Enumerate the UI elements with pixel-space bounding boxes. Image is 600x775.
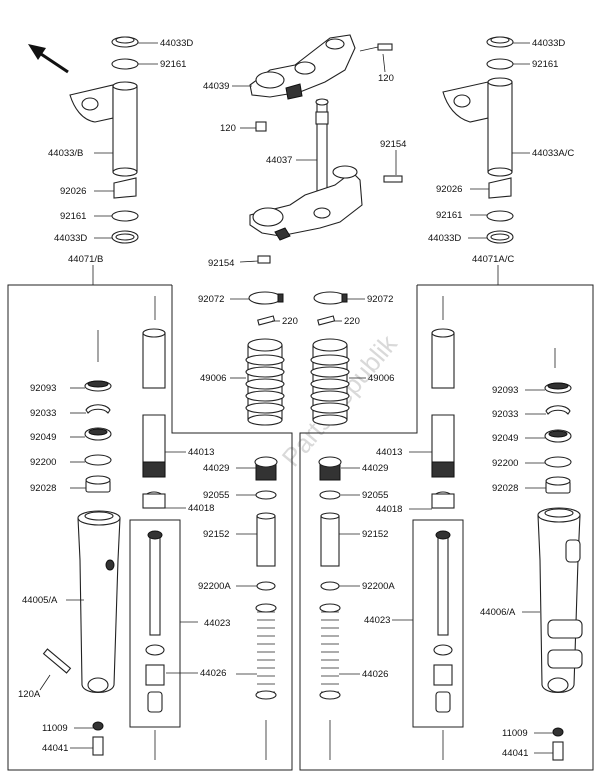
label-92154-bottom: 92154 (208, 258, 234, 269)
label-44018-right: 44018 (376, 504, 402, 515)
right-leg-leaders (392, 389, 553, 754)
left-damper-assembly (129, 519, 181, 760)
label-92028-right: 92028 (492, 483, 518, 494)
right-upper-leaders (468, 42, 530, 285)
direction-arrow-icon (28, 44, 69, 74)
label-92055-left: 92055 (203, 490, 229, 501)
fork-boot-left (245, 338, 285, 426)
label-49006-left: 49006 (200, 373, 226, 384)
label-92161-top-left: 92161 (160, 59, 186, 70)
label-92033-right: 92033 (492, 409, 518, 420)
label-92028-left: 92028 (30, 483, 56, 494)
label-92049-left: 92049 (30, 432, 56, 443)
label-92200A-right: 92200A (362, 581, 395, 592)
label-92200-right: 92200 (492, 458, 518, 469)
upper-triple-clamp (249, 34, 356, 100)
label-92152-left: 92152 (203, 529, 229, 540)
left-fork-slider (77, 510, 121, 694)
left-inner-tube (142, 296, 166, 509)
label-44023-right: 44023 (364, 615, 390, 626)
right-inner-tube (431, 296, 455, 509)
bolt-120-top (359, 43, 393, 52)
label-92161-top-right: 92161 (532, 59, 558, 70)
label-44013-left: 44013 (188, 447, 214, 458)
left-upper-leaders (92, 42, 158, 285)
label-44029-left: 44029 (203, 463, 229, 474)
label-92154-top: 92154 (380, 139, 406, 150)
label-92093-left: 92093 (30, 383, 56, 394)
label-92026-left: 92026 (60, 186, 86, 197)
label-44071B: 44071/B (68, 254, 103, 265)
boot-clamp-right (313, 291, 348, 326)
label-44037: 44037 (266, 155, 292, 166)
label-44005A: 44005/A (22, 595, 58, 606)
label-44006A: 44006/A (480, 607, 516, 618)
label-220-left: 220 (282, 316, 298, 327)
label-49006-right: 49006 (368, 373, 394, 384)
lower-triple-clamp (249, 165, 403, 264)
label-44018-left: 44018 (188, 503, 214, 514)
label-120-mid: 120 (220, 123, 236, 134)
right-damper-assembly (412, 519, 464, 760)
label-44041-left: 44041 (42, 743, 68, 754)
label-44039: 44039 (203, 81, 229, 92)
label-44026-right: 44026 (362, 669, 388, 680)
label-11009-left: 11009 (42, 723, 68, 734)
left-fork-assembly-box (7, 284, 293, 771)
label-44071AC: 44071A/C (472, 254, 514, 265)
label-92200A-left: 92200A (198, 581, 231, 592)
label-120-top: 120 (378, 73, 394, 84)
left-upper-cover-group (69, 36, 139, 244)
label-44033D-right: 44033D (428, 233, 461, 244)
center-right-internal-parts (318, 456, 342, 760)
label-11009-right: 11009 (502, 728, 528, 739)
left-leg-leaders (39, 387, 198, 749)
label-44033D-top-left: 44033D (160, 38, 193, 49)
label-92033-left: 92033 (30, 408, 56, 419)
label-220-right: 220 (344, 316, 360, 327)
label-44026-left: 44026 (200, 668, 226, 679)
label-92200-left: 92200 (30, 457, 56, 468)
center-left-leaders (236, 467, 257, 675)
label-92093-right: 92093 (492, 385, 518, 396)
label-44023-left: 44023 (204, 618, 230, 629)
label-120A: 120A (18, 689, 41, 700)
label-92072-right: 92072 (367, 294, 393, 305)
fork-boot-right (310, 338, 350, 426)
right-fork-bolts (552, 727, 564, 761)
right-upper-cover-group (442, 36, 514, 244)
label-92152-right: 92152 (362, 529, 388, 540)
label-92161-right: 92161 (436, 210, 462, 221)
label-92049-right: 92049 (492, 433, 518, 444)
label-44033AC: 44033A/C (532, 148, 574, 159)
center-top-leaders (232, 53, 397, 263)
label-44033D-left: 44033D (54, 233, 87, 244)
left-fork-bolts (42, 648, 104, 756)
center-right-leaders (339, 467, 360, 675)
boot-clamp-left (248, 291, 284, 326)
label-92026-right: 92026 (436, 184, 462, 195)
right-fork-assembly-box (299, 284, 594, 771)
bolt-120-mid (255, 121, 267, 132)
right-fork-seals (544, 348, 572, 494)
label-92072-left: 92072 (198, 294, 224, 305)
center-left-internal-parts (254, 456, 278, 760)
label-44033D-top-right: 44033D (532, 38, 565, 49)
label-44033B: 44033/B (48, 148, 83, 159)
steering-stem (315, 98, 329, 201)
center-mid-leaders (230, 298, 366, 379)
label-44041-right: 44041 (502, 748, 528, 759)
right-fork-slider (537, 507, 583, 694)
label-92161-left: 92161 (60, 211, 86, 222)
label-92055-right: 92055 (362, 490, 388, 501)
label-44029-right: 44029 (362, 463, 388, 474)
label-44013-right: 44013 (376, 447, 402, 458)
left-fork-seals (84, 330, 112, 493)
